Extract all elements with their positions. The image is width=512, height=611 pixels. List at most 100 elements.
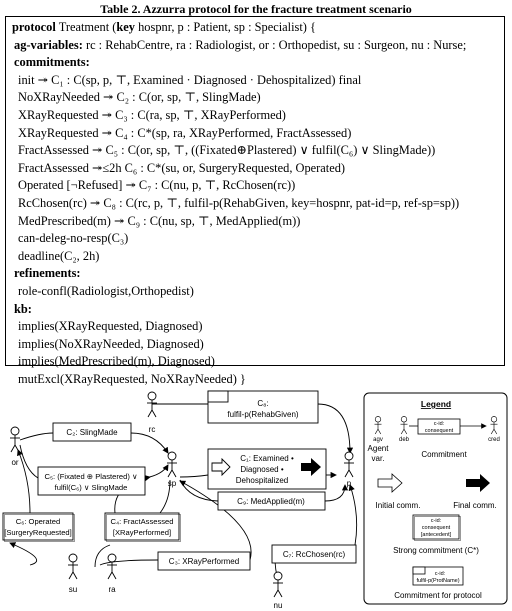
legend-strong-box (412, 514, 460, 540)
agent-sp (166, 451, 178, 478)
connector-or-c5 (19, 444, 39, 479)
c6-line2: [SurgeryRequested] (4, 528, 72, 537)
commitment-c8: C₈: fulfil-p(RehabGiven) (207, 390, 319, 424)
commitment-c7: C₇: RcChosen(rc) (271, 544, 357, 564)
agent-sp-label: sp (168, 479, 177, 488)
commitment-line: deadline(C₂, 2h) (18, 248, 100, 263)
kb-line: implies(XRayRequested, Diagnosed) (18, 319, 203, 334)
connector-sp-c1 (179, 474, 209, 478)
protocol-name: Treatment ( (58, 20, 117, 34)
commitment-c2: C₂: SlingMade (52, 422, 132, 442)
legend-strong-label: Strong commitment (C*) (393, 546, 479, 555)
c3-label: C₃: XRayPerformed (169, 557, 239, 566)
c5-line1: C₅: (Fixated ⊕ Plastered) ∨ (44, 472, 137, 481)
connector-ra-c4 (94, 544, 111, 568)
connector-c2-sp (130, 432, 169, 454)
legend: Legend agv Agent var. deb c-id: conseque… (363, 392, 508, 605)
connector-c8-p (317, 403, 354, 454)
c2-label: C₂: SlingMade (66, 428, 118, 437)
commitment-c9: C₉: MedApplied(m) (217, 491, 326, 511)
c5-line2: fulfil(C₆) ∨ SlingMade (55, 483, 128, 492)
agent-or (9, 426, 21, 453)
commitment-line: can-deleg-no-resp(C₃) (18, 231, 129, 246)
legend-commitment-label: Commitment (421, 450, 467, 459)
legend-proto-name: fulfil-p(ProtName) (416, 578, 459, 584)
refinement-line: role-confl(Radiologist,Orthopedist) (18, 283, 194, 298)
legend-protocol-label: Commitment for protocol (394, 591, 482, 600)
agvars-text: rc : RehabCentre, ra : Radiologist, or :… (85, 37, 467, 52)
commitment-line: init ↠ C₁ : C(sp, p, ⊤, Examined · Diagn… (18, 72, 362, 87)
c4-line1: C₄: FractAssessed (110, 517, 173, 526)
c7-label: C₇: RcChosen(rc) (283, 550, 346, 559)
legend-final-icon (466, 474, 490, 492)
legend-creditor-label: cred (488, 437, 500, 443)
kb-line: mutExcl(XRayRequested, NoXRayNeeded) } (18, 371, 246, 386)
kb-keyword: kb: (14, 301, 32, 316)
connector-c7-p (348, 484, 358, 546)
agent-p (343, 451, 355, 478)
legend-proto-cid: c-id: (435, 571, 446, 577)
protocol-params: hospnr, p : Patient, sp : Specialist) { (138, 20, 316, 34)
c1-line2: Diagnosed • (240, 465, 283, 474)
commitment-line: XRayRequested ↠ C₃ : C(ra, sp, ⊤, XRayPe… (18, 107, 286, 122)
agent-rc (146, 391, 158, 418)
legend-initial-label: Initial comm. (376, 501, 421, 510)
legend-title: Legend (421, 399, 451, 409)
c1-line3: Dehospitalized (236, 476, 288, 485)
commitments-keyword: commitments: (14, 55, 90, 70)
c9-label: C₉: MedApplied(m) (237, 497, 305, 506)
protocol-header: protocol Treatment (key hospnr, p : Pati… (12, 19, 498, 37)
kb-line: implies(MedPrescribed(m), Diagnosed) (18, 354, 215, 369)
legend-debtor-label: deb (399, 437, 410, 443)
agent-p-label: p (347, 479, 352, 488)
connector-su-c6 (9, 542, 38, 566)
initial-arrow-icon (211, 457, 231, 477)
agent-ra-label: ra (108, 585, 116, 594)
refinements-keyword: refinements: (14, 266, 81, 281)
commitment-line: Operated [¬Refused] ↠ C₇ : C(nu, p, ⊤, R… (18, 178, 296, 193)
legend-strong-antecedent: [antecedent] (421, 532, 452, 538)
commitment-c4: C₄: FractAssessed [XRayPerformed] (104, 512, 181, 542)
c8-line1: C₈: (257, 399, 268, 408)
commitment-line: RcChosen(rc) ↠ C₈ : C(rc, p, ⊤, fulfil-p… (18, 195, 460, 210)
connector-ra-c3 (99, 559, 159, 566)
legend-strong-consequent: consequent (422, 525, 451, 531)
commitment-c5: C₅: (Fixated ⊕ Plastered) ∨ fulfil(C₆) ∨… (37, 466, 146, 496)
agent-nu (272, 571, 284, 598)
c8-line2: fulfil-p(RehabGiven) (227, 410, 298, 419)
connector-c5-sp (144, 464, 169, 479)
legend-protocol-box (412, 566, 464, 586)
agent-or-label: or (11, 458, 18, 467)
table-caption: Table 2. Azzurra protocol for the fractu… (100, 2, 412, 16)
key-keyword: key (116, 20, 135, 34)
legend-agent-var-line2: var. (372, 454, 385, 463)
agent-su-label: su (69, 585, 77, 594)
agent-nu-label: nu (274, 601, 283, 610)
legend-consequent: consequent (425, 428, 454, 434)
commitment-line: MedPrescribed(m) ↠ C₉ : C(nu, sp, ⊤, Med… (18, 213, 301, 228)
commitment-line: FractAssessed ↠≤2h C₆ : C*(su, or, Surge… (18, 160, 346, 175)
commitment-line: FractAssessed ↠ C₅ : C(or, sp, ⊤, ((Fixa… (18, 143, 436, 158)
connector-c6-or (17, 449, 31, 514)
commitment-c6: C₆: Operated [SurgeryRequested] (2, 512, 75, 542)
commitment-line: XRayRequested ↠ C₄ : C*(sp, ra, XRayPerf… (18, 125, 352, 140)
agent-su (67, 553, 79, 580)
agvars-line: ag-variables: rc : RehabCentre, ra : Rad… (12, 37, 498, 55)
legend-final-label: Final comm. (453, 501, 497, 510)
legend-cid: c-id: (434, 421, 445, 427)
legend-strong-cid: c-id: (431, 518, 442, 524)
legend-agent-label: agv (373, 437, 383, 443)
agent-ra (106, 553, 118, 580)
connector-sp-c4 (159, 479, 171, 514)
final-arrow-icon (301, 458, 321, 476)
connector-c3-sp (179, 480, 252, 561)
protocol-keyword: protocol (12, 20, 56, 34)
commitment-line: NoXRayNeeded ↠ C₂ : C(or, sp, ⊤, SlingMa… (18, 90, 261, 105)
commitment-diagram: rc or sp p su ra nu C₈: fulfil-p(RehabGi… (2, 390, 508, 610)
legend-commitment-box (417, 418, 461, 435)
legend-agent-var-line1: Agent (368, 444, 390, 453)
kb-line: implies(NoXRayNeeded, Diagnosed) (18, 336, 204, 351)
c1-line1: C₁: Examined • (240, 454, 294, 463)
c6-line1: C₆: Operated (16, 517, 60, 526)
protocol-listing: protocol Treatment (key hospnr, p : Pati… (5, 16, 505, 386)
